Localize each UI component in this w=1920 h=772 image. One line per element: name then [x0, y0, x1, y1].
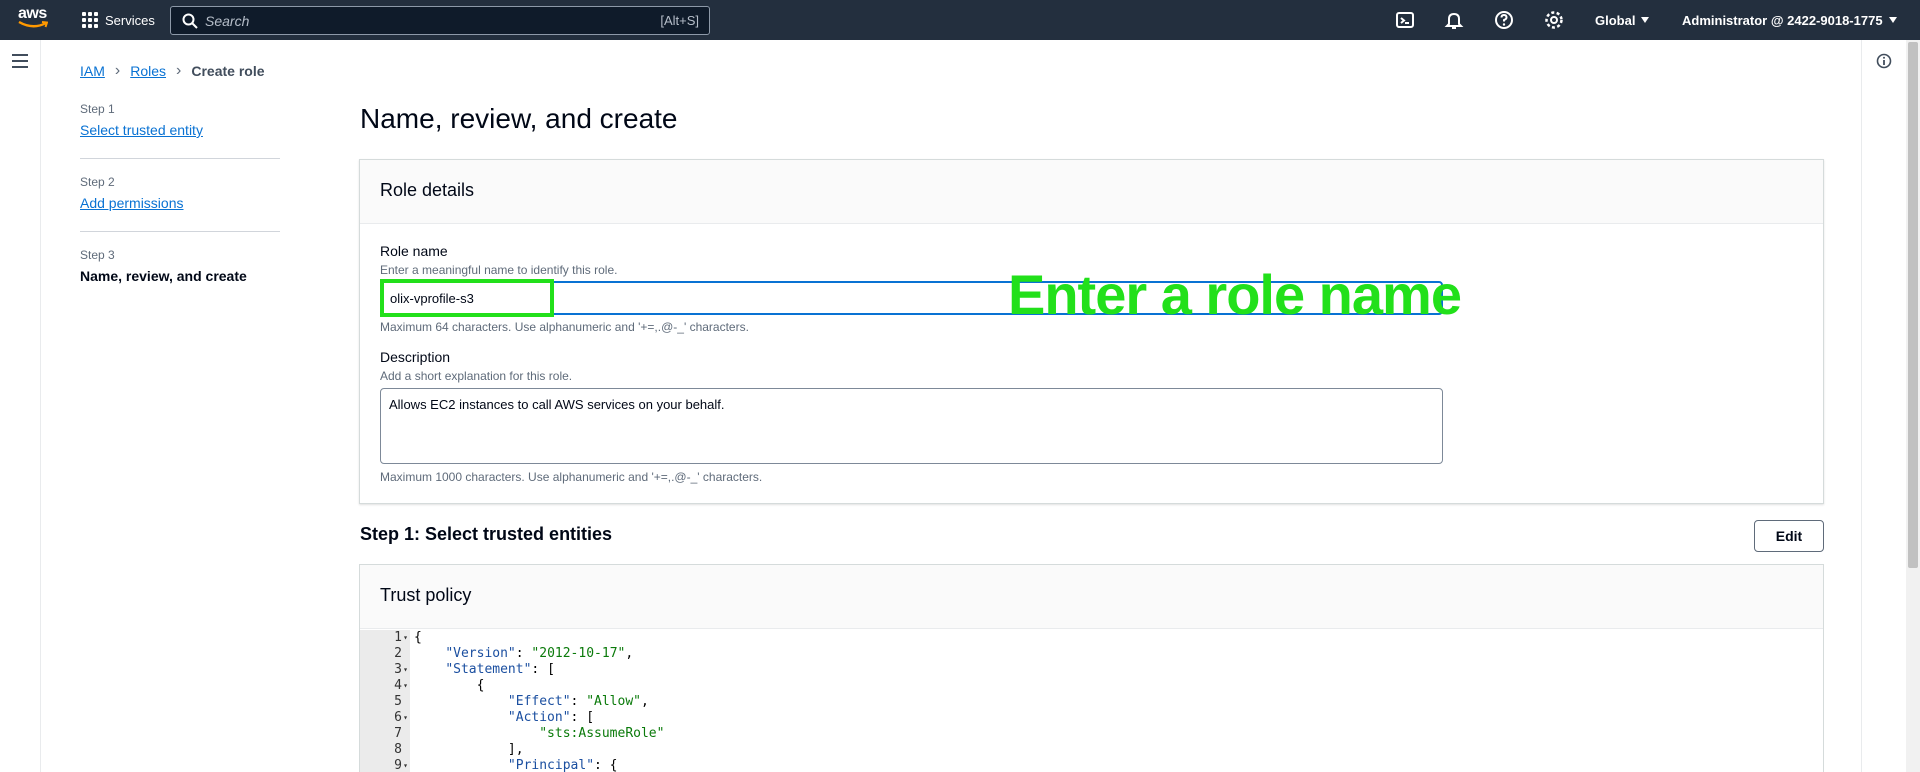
step-link-add-permissions[interactable]: Add permissions [80, 195, 184, 211]
panel-header: Role details [360, 160, 1823, 224]
code-text: "Action": [ [507, 710, 595, 725]
role-name-hint: Maximum 64 characters. Use alphanumeric … [380, 320, 749, 334]
panel-header: Trust policy [360, 565, 1823, 629]
caret-down-icon [1888, 17, 1897, 23]
description-hint: Maximum 1000 characters. Use alphanumeri… [380, 470, 763, 484]
fold-caret-icon[interactable]: ▾ [403, 761, 408, 770]
line-number: 1▾ [360, 630, 410, 646]
step-current-label: Name, review, and create [80, 268, 247, 284]
code-line: 8 ], [360, 742, 1823, 758]
tools-rail [1861, 40, 1906, 772]
line-number: 5 [360, 694, 410, 710]
role-name-input[interactable]: olix-vprofile-s3 [380, 281, 1443, 315]
code-line: 1▾ { [360, 630, 1823, 646]
cloudshell-icon[interactable] [1395, 10, 1415, 30]
code-line: 3▾ "Statement": [ [360, 662, 1823, 678]
menu-hamburger-icon[interactable] [12, 54, 28, 72]
description-textarea[interactable]: Allows EC2 instances to call AWS service… [380, 388, 1443, 464]
fold-caret-icon[interactable]: ▾ [403, 713, 408, 722]
wizard-steps: Step 1 Select trusted entity Step 2 Add … [80, 102, 280, 318]
code-line: 2 "Version": "2012-10-17", [360, 646, 1823, 662]
step-link-select-trusted-entity[interactable]: Select trusted entity [80, 122, 203, 138]
description-label: Description [380, 349, 451, 365]
code-line: 5 "Effect": "Allow", [360, 694, 1823, 710]
wizard-step-3: Step 3 Name, review, and create [80, 248, 280, 302]
account-label: Administrator @ 2422-9018-1775 [1682, 12, 1883, 28]
role-details-panel: Role details Role name Enter a meaningfu… [359, 159, 1824, 504]
info-icon[interactable] [1876, 53, 1892, 69]
caret-down-icon [1641, 17, 1650, 23]
step-number: Step 2 [80, 175, 115, 189]
description-help: Add a short explanation for this role. [380, 369, 573, 383]
section-title-trusted-entities: Step 1: Select trusted entities [360, 524, 613, 544]
code-text: "Version": "2012-10-17", [445, 646, 634, 661]
code-text: { [414, 630, 422, 645]
account-menu[interactable]: Administrator @ 2422-9018-1775 [1682, 0, 1897, 40]
line-number: 7 [360, 726, 410, 742]
search-icon [182, 13, 198, 29]
code-line: 7 "sts:AssumeRole" [360, 726, 1823, 742]
region-selector[interactable]: Global [1595, 0, 1650, 40]
page-title: Name, review, and create [360, 103, 678, 134]
settings-gear-icon[interactable] [1544, 10, 1564, 30]
wizard-step-2: Step 2 Add permissions [80, 175, 280, 232]
page-scrollbar[interactable] [1906, 40, 1920, 772]
side-navigation-rail [0, 40, 41, 772]
line-number: 6▾ [360, 710, 410, 726]
code-text: "Effect": "Allow", [507, 694, 649, 709]
aws-logo-text: aws [18, 5, 47, 22]
fold-caret-icon[interactable]: ▾ [403, 681, 408, 690]
chevron-right-icon: › [176, 62, 182, 79]
services-label: Services [105, 12, 155, 28]
trust-policy-code-editor[interactable]: 1▾{2 "Version": "2012-10-17",3▾ "Stateme… [360, 630, 1823, 772]
grid-icon [82, 12, 98, 28]
code-line: 9▾ "Principal": { [360, 758, 1823, 772]
breadcrumb-iam-link[interactable]: IAM [80, 63, 105, 79]
region-label: Global [1595, 12, 1636, 28]
step-number: Step 1 [80, 102, 115, 116]
edit-trusted-entities-button[interactable]: Edit [1754, 520, 1824, 552]
line-number: 9▾ [360, 758, 410, 772]
line-number: 4▾ [360, 678, 410, 694]
annotation-callout: Enter a role name [1008, 263, 1462, 326]
step-number: Step 3 [80, 248, 115, 262]
notifications-bell-icon[interactable] [1444, 10, 1464, 30]
code-line: 4▾ { [360, 678, 1823, 694]
search-shortcut: [Alt+S] [660, 13, 699, 28]
code-text: { [414, 678, 485, 693]
code-text: "sts:AssumeRole" [539, 726, 665, 741]
role-name-label: Role name [380, 243, 448, 259]
code-text: "Principal": { [507, 758, 618, 772]
code-line: 6▾ "Action": [ [360, 710, 1823, 726]
breadcrumb-current: Create role [191, 63, 265, 79]
role-name-description: Enter a meaningful name to identify this… [380, 263, 618, 277]
code-text: ], [414, 742, 524, 757]
line-number: 8 [360, 742, 410, 758]
breadcrumb: IAM › Roles › Create role [80, 62, 265, 80]
fold-caret-icon[interactable]: ▾ [403, 665, 408, 674]
scrollbar-thumb[interactable] [1908, 42, 1918, 568]
aws-smile-icon [18, 21, 48, 28]
services-menu-button[interactable]: Services [82, 0, 155, 40]
fold-caret-icon[interactable]: ▾ [403, 633, 408, 642]
chevron-right-icon: › [114, 62, 121, 79]
top-navigation: aws Services Search [Alt+S] [0, 0, 1920, 40]
search-placeholder: Search [205, 12, 250, 29]
line-number: 2 [360, 646, 410, 662]
wizard-step-1: Step 1 Select trusted entity [80, 102, 280, 159]
search-input[interactable]: Search [Alt+S] [170, 6, 710, 35]
highlight-annotation-box [380, 279, 554, 317]
aws-logo[interactable]: aws [18, 6, 50, 34]
line-number: 3▾ [360, 662, 410, 678]
trust-policy-panel: Trust policy 1▾ {2 "Version": "2012-10-17… [359, 564, 1824, 772]
breadcrumb-roles-link[interactable]: Roles [130, 63, 167, 79]
code-text: "Statement": [ [445, 662, 555, 677]
help-icon[interactable] [1494, 10, 1514, 30]
